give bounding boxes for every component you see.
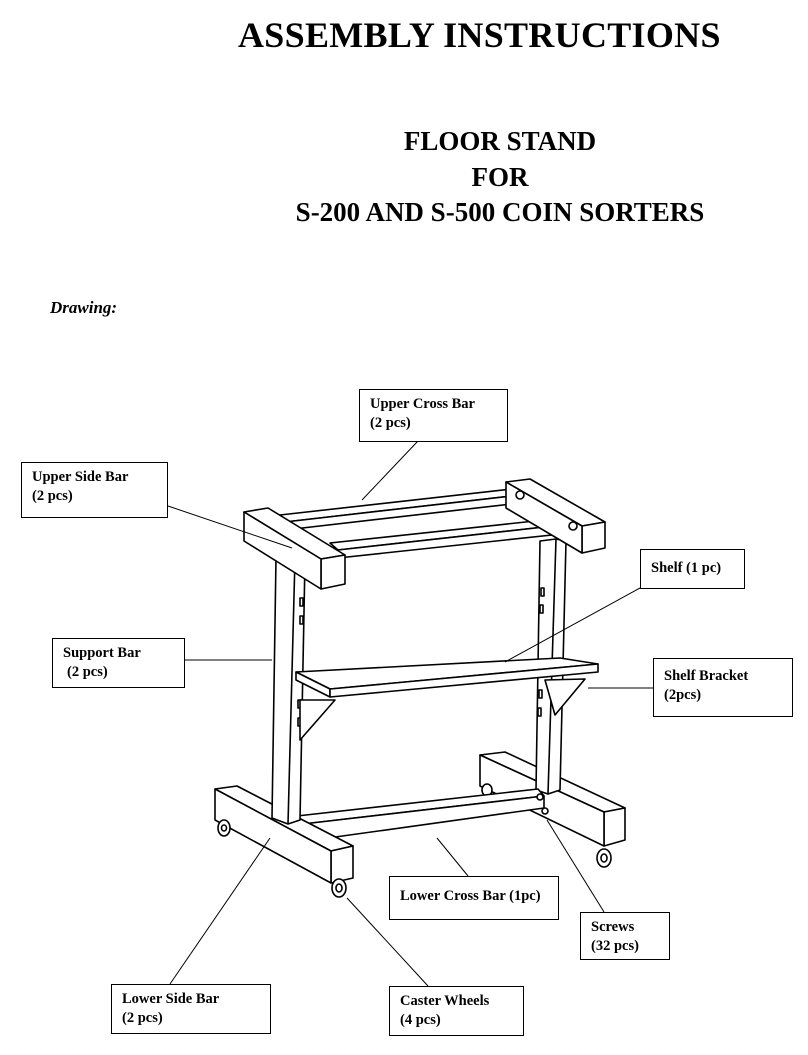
callout-support-bar: Support Bar (2 pcs) <box>52 638 185 688</box>
callout-caster-wheels-name: Caster Wheels <box>400 993 490 1009</box>
callout-shelf: Shelf (1 pc) <box>640 549 745 589</box>
callout-caster-wheels: Caster Wheels (4 pcs) <box>389 986 524 1036</box>
subtitle-line-1: FLOOR STAND <box>403 126 597 156</box>
callout-lower-cross-bar: Lower Cross Bar (1pc) <box>389 876 559 920</box>
shelf-brackets <box>299 678 586 741</box>
callout-support-bar-qty: (2 pcs) <box>67 664 108 680</box>
callout-shelf-bracket-qty: (2pcs) <box>664 687 702 703</box>
callout-upper-side-bar: Upper Side Bar (2 pcs) <box>21 462 168 518</box>
callout-screws-name: Screws <box>591 919 635 935</box>
leader-lines <box>167 440 653 987</box>
lower-cross-bar <box>296 788 549 839</box>
callout-upper-cross-bar-name: Upper Cross Bar <box>370 396 475 412</box>
callout-lower-side-bar-name: Lower Side Bar <box>122 991 220 1007</box>
callout-lower-side-bar-qty: (2 pcs) <box>122 1010 163 1026</box>
callout-lower-side-bar: Lower Side Bar (2 pcs) <box>111 984 271 1034</box>
callout-caster-wheels-qty: (4 pcs) <box>400 1012 441 1028</box>
callout-upper-side-bar-qty: (2 pcs) <box>32 488 73 504</box>
callout-support-bar-name: Support Bar <box>63 645 141 661</box>
callout-lower-cross-bar-name: Lower Cross Bar (1pc) <box>400 888 541 904</box>
front-upper-side-bar <box>243 507 346 590</box>
rear-caster-wheels <box>481 783 612 868</box>
callout-shelf-bracket-name: Shelf Bracket <box>664 668 749 684</box>
callout-upper-cross-bar-qty: (2 pcs) <box>370 415 411 431</box>
callout-shelf-bracket: Shelf Bracket (2pcs) <box>653 658 793 717</box>
callout-screws: Screws (32 pcs) <box>580 912 670 960</box>
drawing-section-label: Drawing: <box>50 298 118 317</box>
rear-upper-side-bar <box>505 478 606 554</box>
shelf <box>295 657 599 698</box>
callout-upper-cross-bar: Upper Cross Bar (2 pcs) <box>359 389 508 442</box>
page-title: ASSEMBLY INSTRUCTIONS <box>238 15 721 55</box>
callout-shelf-name: Shelf (1 pc) <box>651 560 722 576</box>
subtitle-line-2: FOR <box>471 162 529 192</box>
callout-screws-qty: (32 pcs) <box>591 938 639 954</box>
front-caster-wheels <box>217 819 347 898</box>
subtitle-line-3: S-200 AND S-500 COIN SORTERS <box>295 197 705 227</box>
front-support-bar <box>271 557 306 825</box>
callout-upper-side-bar-name: Upper Side Bar <box>32 469 129 485</box>
